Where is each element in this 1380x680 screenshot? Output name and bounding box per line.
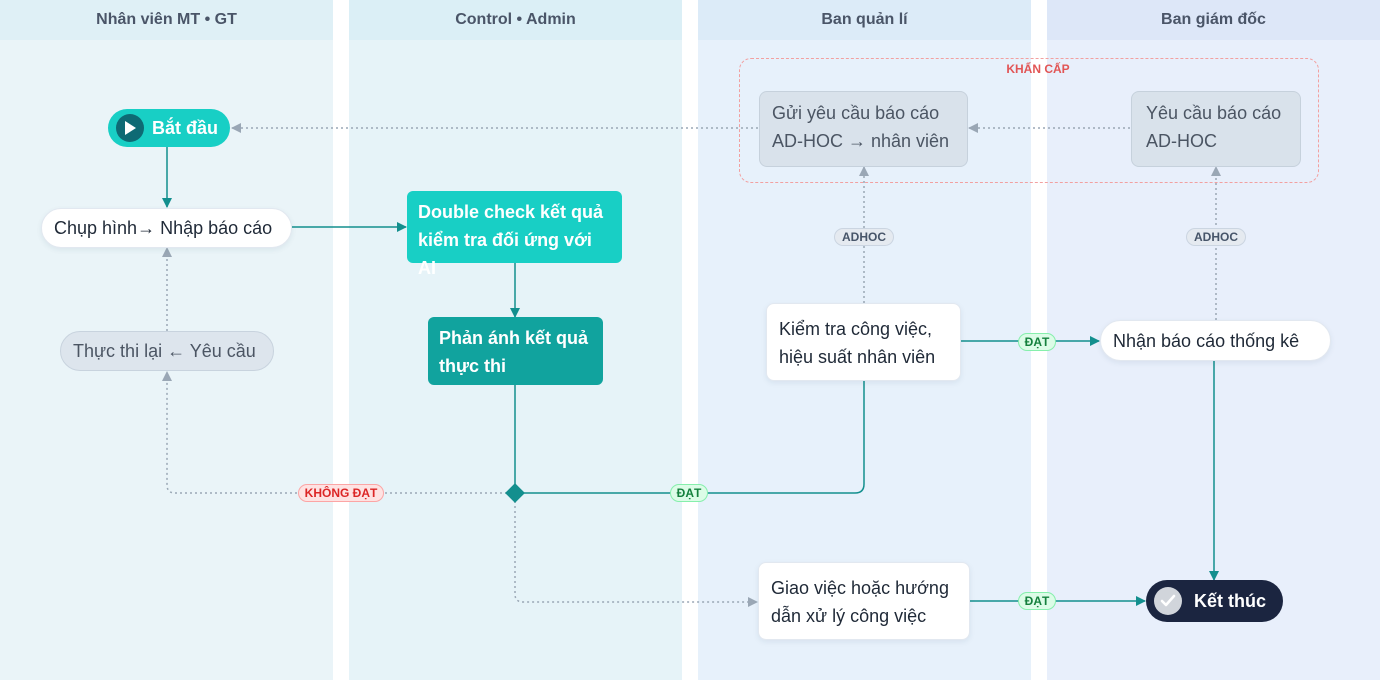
lane-control-title: Control • Admin [349, 0, 682, 40]
receive-report-node[interactable]: Nhận báo cáo thống kê [1100, 320, 1331, 361]
lane-management-title: Ban quản lí [698, 0, 1031, 40]
check-line-2: hiệu suất nhân viên [779, 347, 936, 367]
end-node[interactable]: Kết thúc [1146, 580, 1283, 622]
capture-report-node[interactable]: Chụp hình→ Nhập báo cáo [41, 208, 292, 248]
pass-badge-assign-to-end: ĐẠT [1018, 592, 1056, 610]
check-performance-node[interactable]: Kiểm tra công việc, hiệu suất nhân viên [766, 303, 961, 381]
assign-line-1: Giao việc hoặc hướng [771, 578, 949, 598]
pass-badge-decision: ĐẠT [670, 484, 708, 502]
double-check-node[interactable]: Double check kết quả kiểm tra đối ứng vớ… [407, 191, 622, 278]
send-request-line-2: AD-HOC → nhân viên [772, 131, 950, 151]
feedback-result-node[interactable]: Phản ánh kết quả thực thi [428, 317, 603, 385]
edge-decision-to-assign [514, 501, 758, 607]
check-icon [1154, 587, 1182, 615]
send-request-line-1: Gửi yêu cầu báo cáo [772, 103, 940, 123]
retry-node[interactable]: Thực thi lại ← Yêu cầu [60, 331, 274, 371]
end-label: Kết thúc [1194, 591, 1266, 611]
lane-staff-title: Nhân viên MT • GT [0, 0, 333, 40]
check-line-1: Kiểm tra công việc, [779, 319, 933, 339]
retry-label: Thực thi lại ← Yêu cầu [73, 341, 256, 361]
edge-decision-to-retry [162, 371, 507, 494]
request-adhoc-node[interactable]: Yêu cầu báo cáo AD-HOC [1131, 91, 1301, 167]
urgent-group [739, 58, 1319, 183]
feedback-line-2: thực thi [439, 356, 507, 376]
assign-work-node[interactable]: Giao việc hoặc hướng dẫn xử lý công việc [758, 562, 970, 640]
fail-badge-decision: KHÔNG ĐẠT [298, 484, 384, 502]
double-check-line-2: kiểm tra đối ứng với AI [418, 230, 592, 278]
urgent-label: KHẨN CẤP [1006, 62, 1070, 76]
double-check-line-1: Double check kết quả [418, 202, 604, 222]
pass-badge-check-to-receive: ĐẠT [1018, 333, 1056, 351]
play-icon [116, 114, 144, 142]
assign-line-2: dẫn xử lý công việc [771, 606, 927, 626]
lane-directors-title: Ban giám đốc [1047, 0, 1380, 40]
feedback-line-1: Phản ánh kết quả [439, 328, 589, 348]
adhoc-badge-directors: ADHOC [1186, 228, 1246, 246]
send-adhoc-request-node[interactable]: Gửi yêu cầu báo cáo AD-HOC → nhân viên [759, 91, 968, 167]
adhoc-badge-management: ADHOC [834, 228, 894, 246]
decision-diamond [505, 483, 525, 503]
receive-report-label: Nhận báo cáo thống kê [1113, 330, 1300, 351]
start-label: Bắt đầu [152, 118, 219, 138]
request-adhoc-line-1: Yêu cầu báo cáo [1146, 103, 1282, 123]
edge-decision-to-check [523, 381, 865, 494]
request-adhoc-line-2: AD-HOC [1146, 131, 1217, 151]
capture-report-label: Chụp hình→ Nhập báo cáo [54, 218, 273, 238]
start-node[interactable]: Bắt đầu [108, 109, 230, 147]
